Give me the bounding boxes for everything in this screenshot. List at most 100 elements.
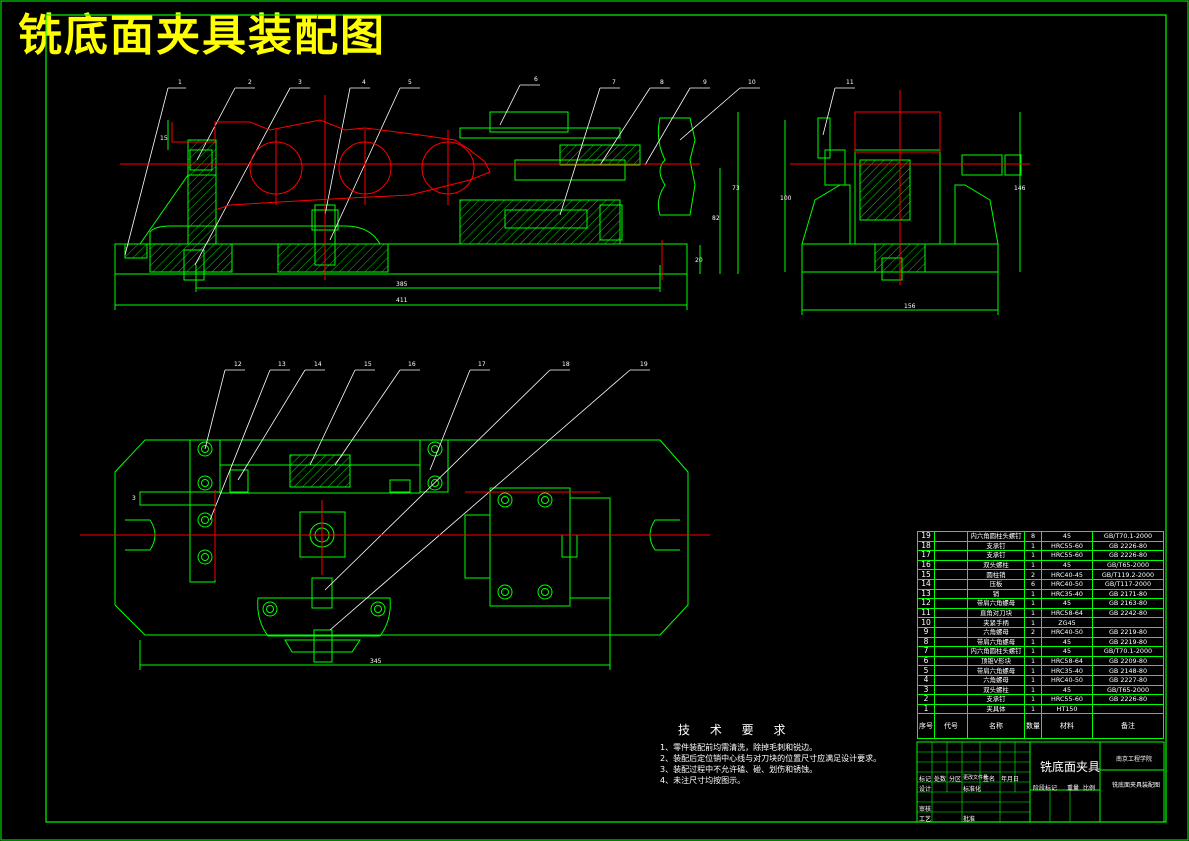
tech-item-2: 2、装配后定位销中心线与对刀块的位置尺寸应满足设计要求。 <box>660 754 882 763</box>
bom-cell-qty: 2 <box>1024 626 1042 638</box>
bom-cell-qty: 1 <box>1024 598 1042 609</box>
bom-cell-code <box>934 569 968 580</box>
bom-cell-code <box>934 684 968 696</box>
bom-cell-code <box>934 578 968 590</box>
bom-cell-code <box>934 646 968 657</box>
balloon-6: 6 <box>534 76 538 83</box>
bom-cell-name: 夹紧手柄 <box>967 617 1025 628</box>
bom-cell-std: GB/T65-2000 <box>1092 684 1164 696</box>
bom-cell-name: 支承钉 <box>967 550 1025 561</box>
bom-cell-material: HT150 <box>1041 703 1093 715</box>
dim-73: 73 <box>732 185 740 192</box>
inner-frame <box>45 14 1167 823</box>
bom-cell-std: GB 2219-80 <box>1092 636 1164 648</box>
tb-label-scale: 比例 <box>1083 785 1096 792</box>
bom-cell-std: GB 2226-80 <box>1092 694 1164 705</box>
bom-cell-code <box>934 694 968 705</box>
bom-cell-std: GB/T70.1-2000 <box>1092 531 1164 542</box>
bom-cell-code <box>934 703 968 715</box>
bom-cell-material: 45 <box>1041 636 1093 648</box>
bom-cell-std <box>1092 703 1164 715</box>
bom-header-name: 名称 <box>967 713 1025 740</box>
tb-label-approve: 批准 <box>963 816 976 823</box>
bom-cell-code <box>934 559 968 571</box>
drawing-title: 铣底面夹具装配图 <box>18 10 386 61</box>
bom-cell-qty: 1 <box>1024 665 1042 676</box>
balloon-2: 2 <box>248 79 252 86</box>
bom-cell-material: HRC55-60 <box>1041 550 1093 561</box>
bom-cell-qty: 1 <box>1024 694 1042 705</box>
bom-cell-qty: 1 <box>1024 607 1042 619</box>
bom-cell-qty: 1 <box>1024 703 1042 715</box>
balloon-17: 17 <box>478 361 486 368</box>
dim-100: 100 <box>780 195 792 202</box>
bom-cell-material: HRC40-50 <box>1041 626 1093 638</box>
balloon-3: 3 <box>298 79 302 86</box>
balloon-13: 13 <box>278 361 286 368</box>
dim-146: 146 <box>1014 185 1026 192</box>
balloon-16: 16 <box>408 361 416 368</box>
tech-requirements: 技 术 要 求 1、零件装配前均需清洗，除掉毛刺和锐边。 2、装配后定位销中心线… <box>660 723 882 786</box>
balloon-19: 19 <box>640 361 648 368</box>
bom-cell-material: 45 <box>1041 646 1093 657</box>
bom-cell-material: HRC58-64 <box>1041 655 1093 667</box>
bom-cell-code <box>934 607 968 619</box>
bom-cell-qty: 1 <box>1024 540 1042 552</box>
bom-cell-material: 45 <box>1041 598 1093 609</box>
tb-label-stage: 阶段标记 <box>1033 785 1058 792</box>
balloon-5: 5 <box>408 79 412 86</box>
bom-cell-material: HRC35-40 <box>1041 588 1093 600</box>
bom-cell-qty: 6 <box>1024 578 1042 590</box>
top-view <box>114 369 689 670</box>
bom-cell-name: 顶锥V形块 <box>967 655 1025 667</box>
balloon-15: 15 <box>364 361 372 368</box>
front-view <box>114 84 760 310</box>
bom-cell-material: HRC55-60 <box>1041 694 1093 705</box>
bom-cell-name: 带肩六角螺母 <box>967 636 1025 648</box>
tech-heading: 技 术 要 求 <box>678 723 794 737</box>
tb-school: 南京工程学院 <box>1116 756 1153 763</box>
bom-cell-material: ZG45 <box>1041 617 1093 628</box>
bom-cell-code <box>934 550 968 561</box>
bom-cell-std: GB 2227-80 <box>1092 674 1164 686</box>
bom-cell-no: 2 <box>917 694 935 705</box>
bom-cell-qty: 1 <box>1024 684 1042 696</box>
bom-cell-name: 双头螺柱 <box>967 684 1025 696</box>
bom-header-material: 材料 <box>1041 713 1093 740</box>
bom-cell-no: 11 <box>917 607 935 619</box>
tb-label-design: 设计 <box>919 786 932 793</box>
bom-cell-qty: 1 <box>1024 636 1042 648</box>
balloon-10: 10 <box>748 79 756 86</box>
balloon-14: 14 <box>314 361 322 368</box>
bom-header-note: 备注 <box>1092 713 1164 740</box>
tb-label-zone: 分区 <box>949 776 962 783</box>
bom-cell-qty: 1 <box>1024 550 1042 561</box>
bom-cell-name: 带肩六角螺母 <box>967 598 1025 609</box>
bom-cell-qty: 1 <box>1024 559 1042 571</box>
tb-label-weight: 重量 <box>1067 785 1080 792</box>
bom-cell-no: 7 <box>917 646 935 657</box>
bom-cell-no: 13 <box>917 588 935 600</box>
tb-label-review: 审核 <box>919 806 932 813</box>
dim-82: 82 <box>712 215 720 222</box>
bom-cell-no: 19 <box>917 531 935 542</box>
bom-cell-qty: 1 <box>1024 617 1042 628</box>
bom-cell-no: 4 <box>917 674 935 686</box>
side-view <box>784 87 1022 315</box>
balloon-9: 9 <box>703 79 707 86</box>
tb-drawing-name: 铣底面夹具 <box>1040 760 1101 774</box>
bom-cell-code <box>934 655 968 667</box>
bom-cell-material: HRC35-40 <box>1041 665 1093 676</box>
side-workpiece <box>790 90 1030 285</box>
dim-3: 3 <box>132 495 136 502</box>
bom-cell-name: 支承钉 <box>967 694 1025 705</box>
